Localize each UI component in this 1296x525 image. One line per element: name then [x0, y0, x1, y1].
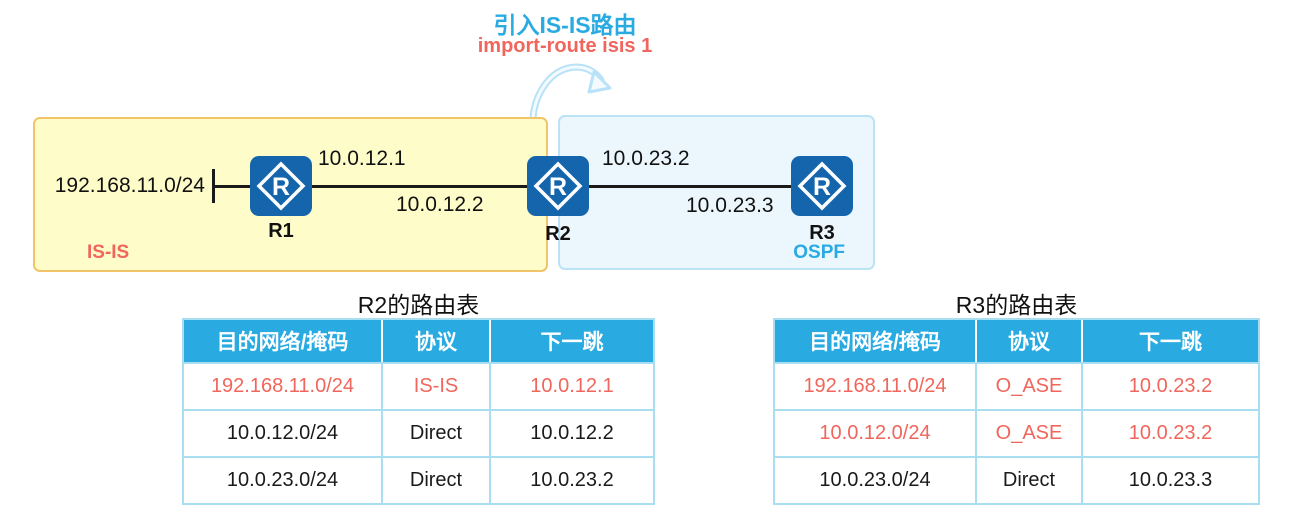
cell-protocol: IS-IS	[383, 364, 491, 409]
router-icon: R	[527, 156, 589, 216]
router-name-r3: R3	[809, 222, 835, 244]
header-protocol: 协议	[383, 320, 491, 362]
cell-destination: 10.0.23.0/24	[775, 458, 977, 503]
cell-nexthop: 10.0.12.2	[530, 422, 614, 444]
isis-zone-label: IS-IS	[87, 242, 130, 263]
header-nexthop: 下一跳	[540, 331, 604, 354]
cell-nexthop: 10.0.23.3	[1128, 469, 1213, 491]
import-route-command: import-route isis 1	[477, 35, 653, 57]
r3-table-title: R3的路由表	[955, 292, 1078, 318]
interface-label-r1: 10.0.12.1	[318, 147, 406, 170]
table-row: 192.168.11.0/24 O_ASE 10.0.23.2	[775, 362, 1258, 409]
header-destination: 目的网络/掩码	[184, 320, 383, 362]
table-header-row: 目的网络/掩码 协议 下一跳	[775, 320, 1258, 362]
table-row: 10.0.12.0/24 Direct 10.0.12.2	[184, 409, 653, 456]
ospf-zone-label: OSPF	[793, 242, 845, 263]
router-name-r2: R2	[545, 223, 571, 245]
cell-nexthop: 10.0.12.1	[530, 375, 614, 397]
cell-protocol: Direct	[383, 458, 491, 503]
interface-label-r2-right: 10.0.23.2	[602, 147, 690, 170]
cell-nexthop: 10.0.23.2	[1128, 375, 1213, 397]
cell-protocol: Direct	[383, 411, 491, 456]
router-glyph: R	[272, 173, 290, 201]
table-header-row: 目的网络/掩码 协议 下一跳	[184, 320, 653, 362]
router-name-r1: R1	[268, 220, 294, 242]
router-glyph: R	[813, 173, 831, 201]
cell-protocol: O_ASE	[977, 364, 1083, 409]
cell-destination: 192.168.11.0/24	[775, 364, 977, 409]
router-glyph: R	[549, 173, 567, 201]
router-icon: R	[250, 156, 312, 216]
table-row: 10.0.23.0/24 Direct 10.0.23.3	[775, 456, 1258, 503]
interface-label-r3: 10.0.23.3	[686, 194, 774, 217]
stub-network-tick	[212, 169, 215, 203]
cell-destination: 10.0.23.0/24	[184, 458, 383, 503]
diagram-title: 引入IS-IS路由	[493, 12, 637, 38]
cell-destination: 192.168.11.0/24	[184, 364, 383, 409]
stub-network-label: 192.168.11.0/24	[54, 174, 205, 197]
cell-nexthop: 10.0.23.2	[1128, 422, 1213, 444]
interface-label-r2-left: 10.0.12.2	[396, 193, 484, 216]
r3-routing-table: 目的网络/掩码 协议 下一跳 192.168.11.0/24 O_ASE 10.…	[773, 318, 1260, 505]
header-nexthop: 下一跳	[1139, 331, 1202, 354]
table-row: 10.0.12.0/24 O_ASE 10.0.23.2	[775, 409, 1258, 456]
table-row: 10.0.23.0/24 Direct 10.0.23.2	[184, 456, 653, 503]
cell-protocol: O_ASE	[977, 411, 1083, 456]
router-icon: R	[791, 156, 853, 216]
cell-nexthop: 10.0.23.2	[530, 469, 614, 491]
header-destination: 目的网络/掩码	[775, 320, 977, 362]
curved-arrow-icon	[529, 63, 612, 120]
header-protocol: 协议	[977, 320, 1083, 362]
network-link-line	[213, 185, 823, 188]
cell-destination: 10.0.12.0/24	[775, 411, 977, 456]
r2-table-title: R2的路由表	[357, 292, 480, 318]
table-row: 192.168.11.0/24 IS-IS 10.0.12.1	[184, 362, 653, 409]
cell-destination: 10.0.12.0/24	[184, 411, 383, 456]
r2-routing-table: 目的网络/掩码 协议 下一跳 192.168.11.0/24 IS-IS 10.…	[182, 318, 655, 505]
cell-protocol: Direct	[977, 458, 1083, 503]
